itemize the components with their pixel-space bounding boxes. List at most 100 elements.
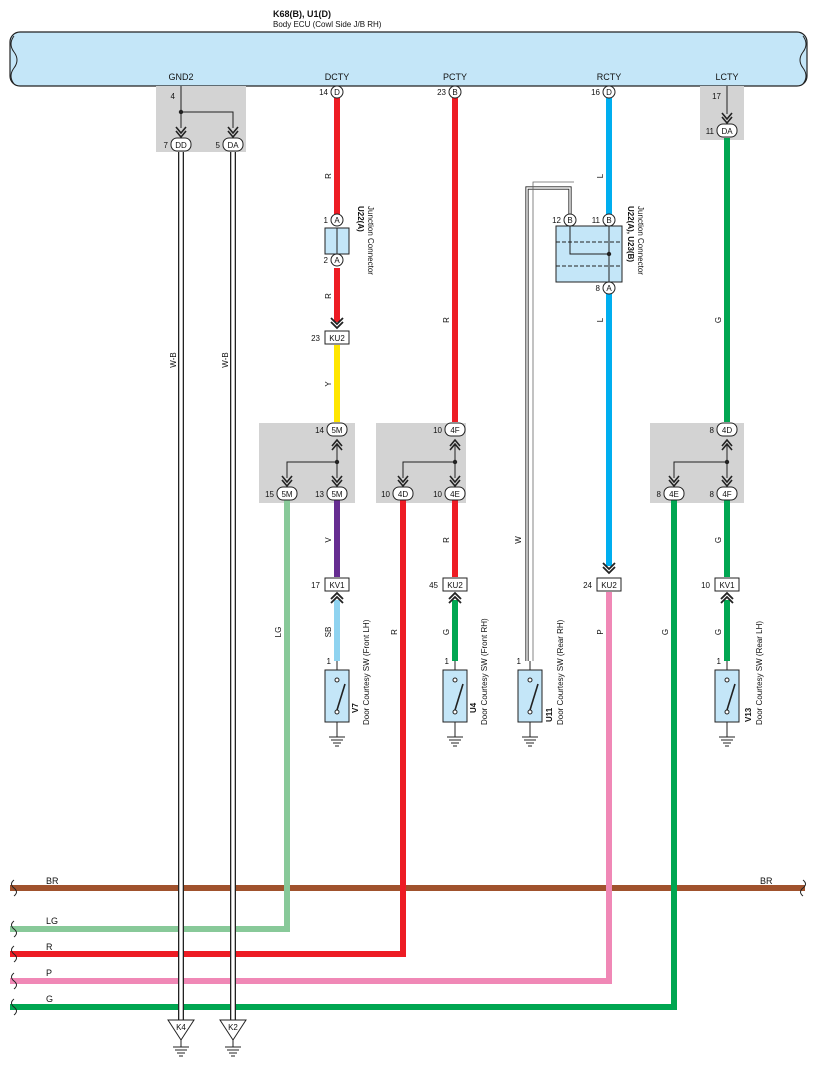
u22-b12-terminal: [563, 213, 577, 227]
wire-label-rcty-2: L: [596, 317, 605, 322]
switch-v13-pin: 1: [717, 657, 722, 666]
switch-u11-code: U11: [545, 707, 554, 722]
j4f-8-connector: [716, 486, 738, 501]
lcty-da-code: DA: [721, 127, 733, 136]
lcty-da-pin: 11: [706, 127, 715, 136]
ecu-break-left: [10, 35, 18, 85]
ground-point-k2: K2: [219, 1019, 247, 1057]
wire-label-lcty-g: G: [661, 629, 670, 635]
switch-v13-code: V13: [744, 707, 753, 722]
u22-b12-code: B: [567, 216, 572, 225]
bus-label-br: BR: [46, 876, 59, 886]
ku2-24-arrow: [602, 562, 616, 575]
ecu-break-right: [799, 35, 807, 85]
u22a-in-pin: 1: [324, 216, 329, 225]
gnd2-arrow-left: [175, 126, 187, 139]
j4f-8-pin: 8: [710, 490, 715, 499]
ku2-23-arrow: [330, 317, 344, 330]
wire-label-pcty-1: R: [442, 317, 451, 323]
switch-u4-pin: 1: [445, 657, 450, 666]
ku2-45-connector: [442, 577, 468, 592]
j4f-8-arrow: [721, 475, 733, 488]
wire-label-lcty-2: G: [714, 537, 723, 543]
lcty-da-connector: [716, 123, 738, 138]
j5m-13-connector: [326, 486, 348, 501]
wire-label-lcty-3: G: [714, 629, 723, 635]
u22b-code: U22(A), U23(B): [626, 206, 635, 262]
j4d-8-connector: [716, 422, 738, 437]
terminal-gnd2-label: GND2: [168, 72, 193, 82]
u22a-in-code: A: [334, 216, 340, 225]
j5m-13-pin: 13: [315, 490, 324, 499]
ku2-23-pin: 23: [311, 334, 320, 343]
bus-break-p: [11, 972, 17, 990]
switch-v7-name: Door Courtesy SW (Front LH): [362, 619, 371, 725]
kv1-10-connector: [714, 577, 740, 592]
u22a-out-code: A: [334, 256, 340, 265]
u22-b12-pin: 12: [552, 216, 561, 225]
kv1-17-connector: [324, 577, 350, 592]
pcty-terminal: [448, 85, 462, 99]
j4d-8-pin: 8: [710, 426, 715, 435]
switch-v13-name: Door Courtesy SW (Rear LH): [755, 621, 764, 725]
bus-label-lg: LG: [46, 916, 58, 926]
rcty-terminal-pin: 16: [591, 88, 600, 97]
dcty-terminal-code: D: [334, 88, 340, 97]
terminal-dcty-label: DCTY: [325, 72, 350, 82]
switch-u11: 1 U11 Door Courtesy SW (Rear RH): [517, 619, 565, 747]
wire-label-dcty-1: R: [324, 173, 333, 179]
gnd-da-code: DA: [227, 141, 239, 150]
ku2-45-code: KU2: [447, 581, 463, 590]
ku2-24-pin: 24: [583, 581, 592, 590]
j5m-arrow-left: [281, 475, 293, 488]
gnd2-splice-dot: [178, 109, 184, 115]
j4f-10-pin: 10: [433, 426, 442, 435]
wire-label-rcty-1: L: [596, 173, 605, 178]
wire-label-dcty-lg: LG: [274, 627, 283, 638]
u22a-code: U22(A): [356, 206, 365, 232]
body-ecu-box: [9, 31, 808, 87]
wire-label-dcty-4: V: [324, 537, 333, 543]
wire-label-rcty-p: P: [596, 629, 605, 634]
wire-label-wb-right: W-B: [221, 352, 230, 367]
ground-k4-label: K4: [176, 1023, 186, 1032]
ground-k2-label: K2: [228, 1023, 238, 1032]
j4f-8-code: 4F: [722, 490, 731, 499]
gnd-da-pin: 5: [216, 141, 221, 150]
dcty-terminal: [330, 85, 344, 99]
wire-rcty-w-trace: [532, 181, 574, 661]
u22a-name: Junction Connector: [366, 206, 375, 275]
ecu-description: Body ECU (Cowl Side J/B RH): [273, 20, 382, 29]
j5m-15-pin: 15: [265, 490, 274, 499]
u22b-name: Junction Connector: [636, 206, 645, 275]
j5m-arrow-right: [331, 475, 343, 488]
switch-u4-name: Door Courtesy SW (Front RH): [480, 618, 489, 725]
pcty-terminal-pin: 23: [437, 88, 446, 97]
switch-v7: 1 V7 Door Courtesy SW (Front LH): [324, 619, 371, 747]
dcty-terminal-pin: 14: [319, 88, 328, 97]
kv1-17-pin: 17: [311, 581, 320, 590]
wire-label-pcty-3: G: [442, 629, 451, 635]
lcty-splice-dot: [724, 459, 730, 465]
bus-wire-lg: [10, 500, 290, 932]
gnd2-pin: 4: [171, 92, 176, 101]
wire-label-rcty-w: W: [514, 536, 523, 544]
j5m-splice-dot: [334, 459, 340, 465]
wire-label-dcty-5: SB: [324, 627, 333, 638]
j5m-14-code: 5M: [331, 426, 342, 435]
switch-u4-code: U4: [469, 702, 478, 713]
bus-wire-r: [10, 500, 406, 957]
j4d-10-pin: 10: [381, 490, 390, 499]
ku2-45-pin: 45: [429, 581, 438, 590]
bus-break-r: [11, 945, 17, 963]
u22a-in-terminal: [330, 213, 344, 227]
wire-label-wb-left: W-B: [169, 352, 178, 367]
j4f-10-code: 4F: [450, 426, 459, 435]
u22-b11-terminal: [602, 213, 616, 227]
bus-label-r: R: [46, 942, 53, 952]
kv1-10-arrow: [720, 591, 734, 604]
j4e-10-pin: 10: [433, 490, 442, 499]
wire-label-pcty-2: R: [442, 537, 451, 543]
gnd2-splice-lines: [180, 86, 234, 128]
